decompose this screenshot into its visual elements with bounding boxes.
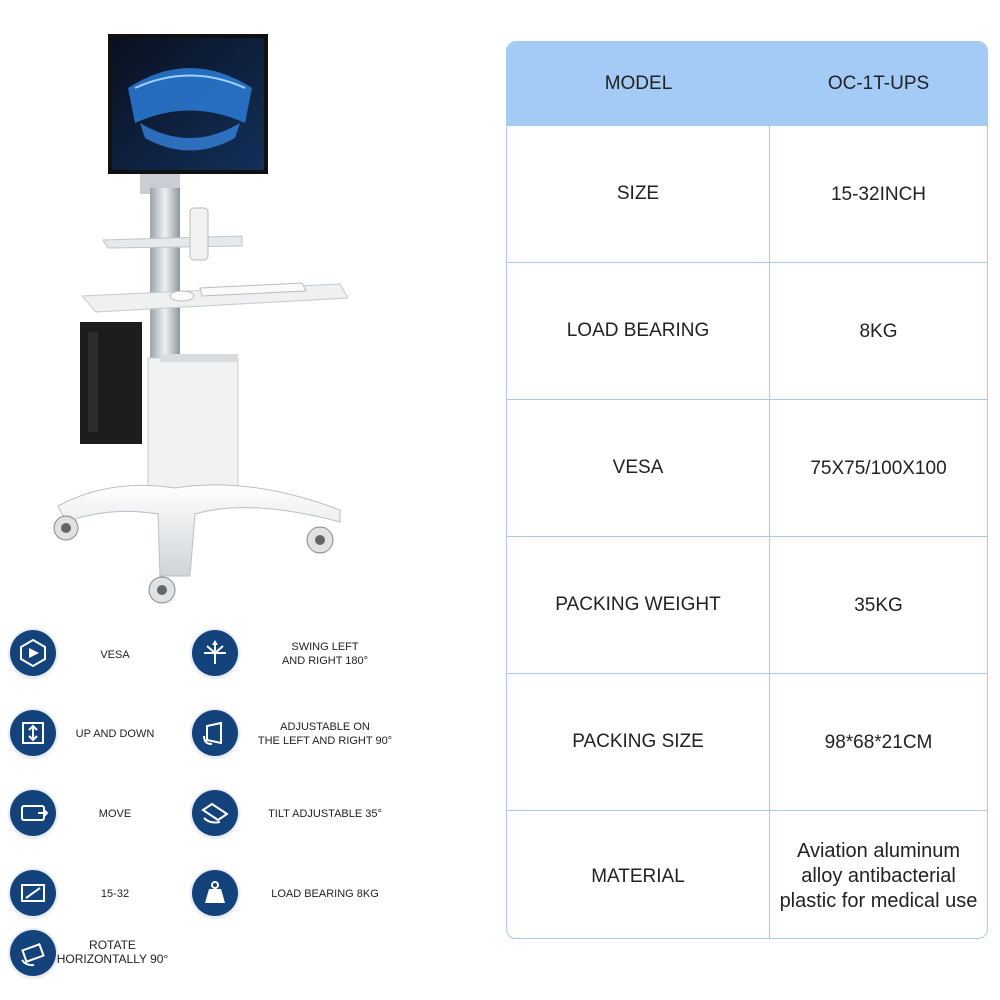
feature-swing-label: SWING LEFT AND RIGHT 180° [281,641,369,667]
move-icon [10,790,56,836]
spec-value: 8KG [859,320,898,342]
feature-swing [192,630,238,676]
spec-header-label: MODEL [604,72,673,94]
feature-tilt [192,790,238,836]
table-row: VESA 75X75/100X100 [507,399,987,536]
rotate-side-icon [192,710,238,756]
product-image [40,28,370,613]
feature-size-label: 15-32 [100,888,130,900]
feature-move [10,790,56,836]
feature-move-label: MOVE [98,808,132,820]
spec-table: MODEL OC-1T-UPS SIZE 15-32INCH LOAD BEAR… [506,41,988,939]
spec-value: 75X75/100X100 [810,457,947,479]
spec-value: Aviation aluminum alloy antibacterial pl… [779,840,978,912]
table-row: LOAD BEARING 8KG [507,262,987,399]
feature-load [192,870,238,916]
up-down-icon [10,710,56,756]
feature-rotate [10,930,56,976]
feature-up-down [10,710,56,756]
table-row: PACKING SIZE 98*68*21CM [507,673,987,810]
spec-value: 35KG [854,594,903,616]
vesa-badge-icon [10,630,56,676]
feature-tilt-label: TILT ADJUSTABLE 35° [268,808,382,820]
spec-value: 98*68*21CM [824,731,933,753]
feature-up-down-label: UP AND DOWN [75,728,155,740]
swing-arrows-icon [192,630,238,676]
spec-label: PACKING SIZE [507,674,770,810]
spec-label: SIZE [507,126,770,262]
screen-size-icon [10,870,56,916]
feature-adjust-90 [192,710,238,756]
weight-icon [192,870,238,916]
spec-label: VESA [507,400,770,536]
spec-value: 15-32INCH [830,183,927,205]
spec-header-row: MODEL OC-1T-UPS [507,42,987,125]
tilt-icon [192,790,238,836]
feature-adjust-90-label: ADJUSTABLE ON THE LEFT AND RIGHT 90° [257,721,393,747]
table-row: MATERIAL Aviation aluminum alloy antibac… [507,810,987,938]
rotate-screen-icon [10,930,56,976]
feature-load-label: LOAD BEARING 8KG [271,888,379,900]
table-row: SIZE 15-32INCH [507,125,987,262]
spec-label: PACKING WEIGHT [507,537,770,673]
feature-vesa-label: VESA [100,649,130,661]
feature-vesa [10,630,56,676]
spec-header-value: OC-1T-UPS [827,72,930,94]
spec-label: MATERIAL [507,811,770,938]
table-row: PACKING WEIGHT 35KG [507,536,987,673]
spec-label: LOAD BEARING [507,263,770,399]
feature-rotate-label: ROTATE HORIZONTALLY 90° [56,938,169,966]
feature-size [10,870,56,916]
